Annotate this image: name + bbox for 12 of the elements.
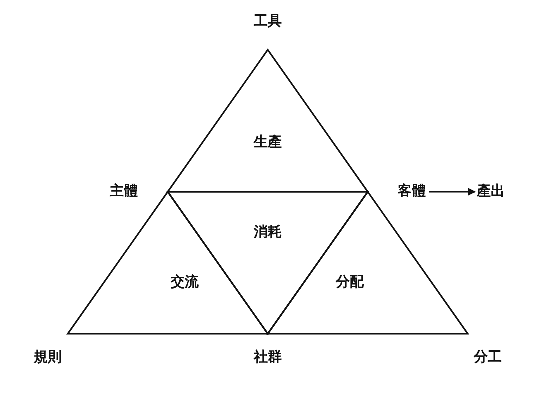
vertex-label: 產出: [477, 184, 505, 200]
section-label: 分配: [336, 275, 364, 291]
vertex-label: 主體: [110, 184, 138, 200]
section-label: 生產: [254, 135, 282, 151]
vertex-label: 規則: [34, 350, 62, 366]
section-label: 交流: [171, 275, 199, 291]
section-label: 消耗: [254, 225, 282, 241]
vertex-label: 客體: [398, 184, 426, 200]
vertex-label: 分工: [474, 350, 502, 366]
arrow: [429, 188, 476, 196]
vertex-label: 社群: [254, 350, 282, 366]
vertex-label: 工具: [254, 14, 282, 30]
